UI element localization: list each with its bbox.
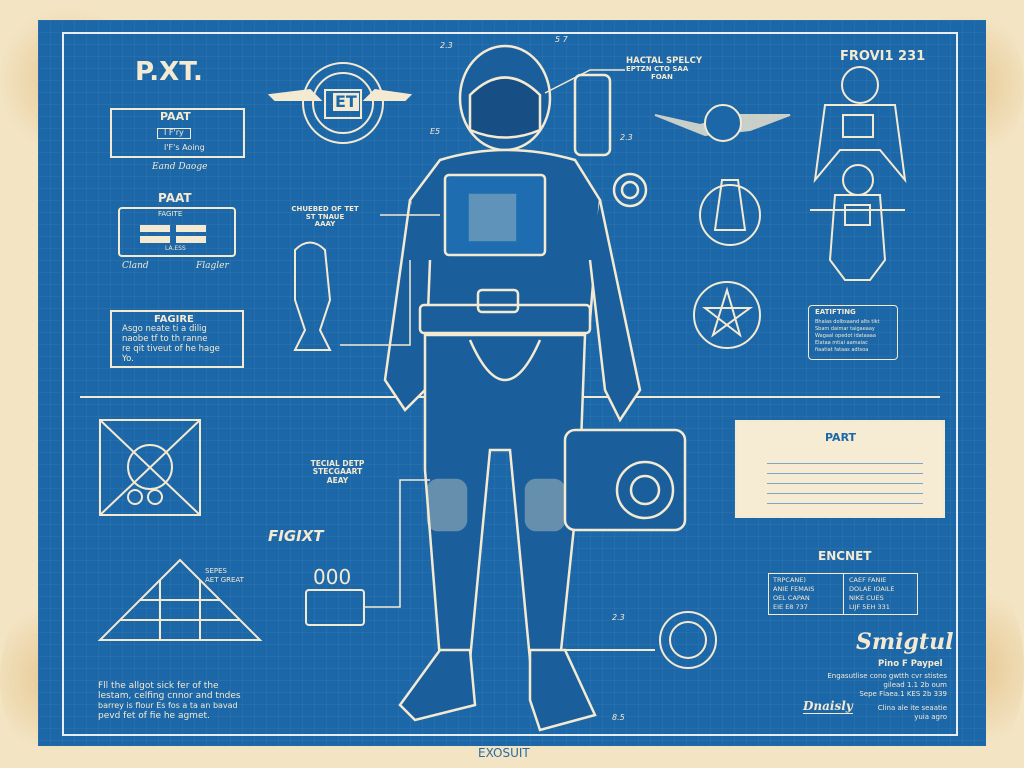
note-line: Asgo neate ti a dilig [122, 324, 207, 334]
small-figure-icon [293, 241, 332, 351]
part-card-lines [767, 454, 923, 509]
counter-readout: 000 [313, 565, 352, 589]
pyramid-label: AET GREAT [205, 576, 244, 584]
panel-2-caption-right: Flagler [196, 261, 229, 271]
panel-footer: LA.ESS [165, 245, 186, 252]
panel-2-caption-left: Cland [122, 261, 149, 271]
dimension-label: 2.3 [612, 613, 625, 622]
note-line: Yo. [122, 354, 134, 364]
part-panel-1: PAAT I F'ry I'F's Aoing [110, 108, 245, 158]
back-view-figure [810, 164, 905, 281]
engine-title: ENCNET [818, 549, 872, 563]
crosshair-diagram-icon [99, 419, 201, 516]
et-badge-icon [267, 62, 413, 144]
caution-box: EATIFTING Bhalas dolbsaand alts tikt Sba… [808, 305, 898, 360]
part-card: PART [735, 420, 945, 518]
pyramid-label: SEPES [205, 567, 227, 575]
panel-title: PAAT [160, 110, 191, 123]
footer-note-line: lestam, celfing cnnor and tndes [98, 691, 241, 701]
right-title: FROVI1 231 [840, 49, 926, 64]
dimension-label: E5 [430, 127, 441, 136]
note-line: re qit tiveut of he hage [122, 344, 220, 354]
caution-line: Bhalas dolbsaand alts tikt [815, 319, 880, 325]
caution-title: EATIFTING [815, 308, 856, 316]
note-box: FAGIRE Asgo neate ti a dilig naobe tf to… [110, 310, 244, 368]
figure-label: FIGIXT [268, 527, 324, 545]
panel-sub: I'F's Aoing [164, 143, 205, 152]
badge-text: ET [333, 92, 359, 111]
note-title: FAGIRE [154, 314, 194, 325]
dimension-label: 2.3 [620, 133, 633, 142]
caution-line: Wagaal opedot idataaaa [815, 333, 876, 339]
blueprint-frame [62, 32, 958, 736]
caution-line: Elataa mtiai aamaiac [815, 340, 868, 346]
winged-emblem-icon [654, 104, 791, 142]
dimension-label: 5 7 [555, 35, 568, 44]
front-view-figure [813, 66, 907, 184]
caution-line: fiaatiat fataas adtsoa [815, 347, 869, 353]
dimension-label: 8.5 [612, 713, 625, 722]
footer-note-line: Fll the allgot sick fer of the [98, 681, 219, 691]
panel-1-caption: Eand Daoge [152, 162, 208, 172]
gauge-icon [555, 611, 717, 669]
part-panel-2: FAGITE LA.ESS [118, 207, 236, 257]
panel-label: FAGITE [158, 210, 183, 218]
torch-emblem-icon [699, 179, 761, 246]
signature: Smigtul [856, 629, 954, 655]
control-panel-icon [305, 589, 365, 626]
footer-note-line: barrey is flour Es fos a ta an bavad [98, 701, 238, 710]
pyramid-diagram-icon [97, 558, 263, 641]
panel-2-title: PAAT [158, 191, 192, 205]
small-signature: Dnaisly [803, 699, 853, 715]
astronaut-figure [383, 44, 687, 732]
sig-block-title: Pino F Paypel [878, 659, 943, 669]
panel-display: I F'ry [157, 128, 191, 139]
caution-line: Sbam daimar taigaeaay [815, 326, 875, 332]
note-line: naobe tf to th ranne [122, 334, 208, 344]
dimension-label: 2.3 [440, 41, 453, 50]
footer-note-line: pevd fet of fie he agmet. [98, 711, 210, 721]
footer-label: EXOSUIT [478, 746, 530, 760]
star-emblem-icon [693, 281, 761, 349]
left-title: P.XT. [135, 57, 203, 87]
part-card-title: PART [825, 431, 857, 444]
